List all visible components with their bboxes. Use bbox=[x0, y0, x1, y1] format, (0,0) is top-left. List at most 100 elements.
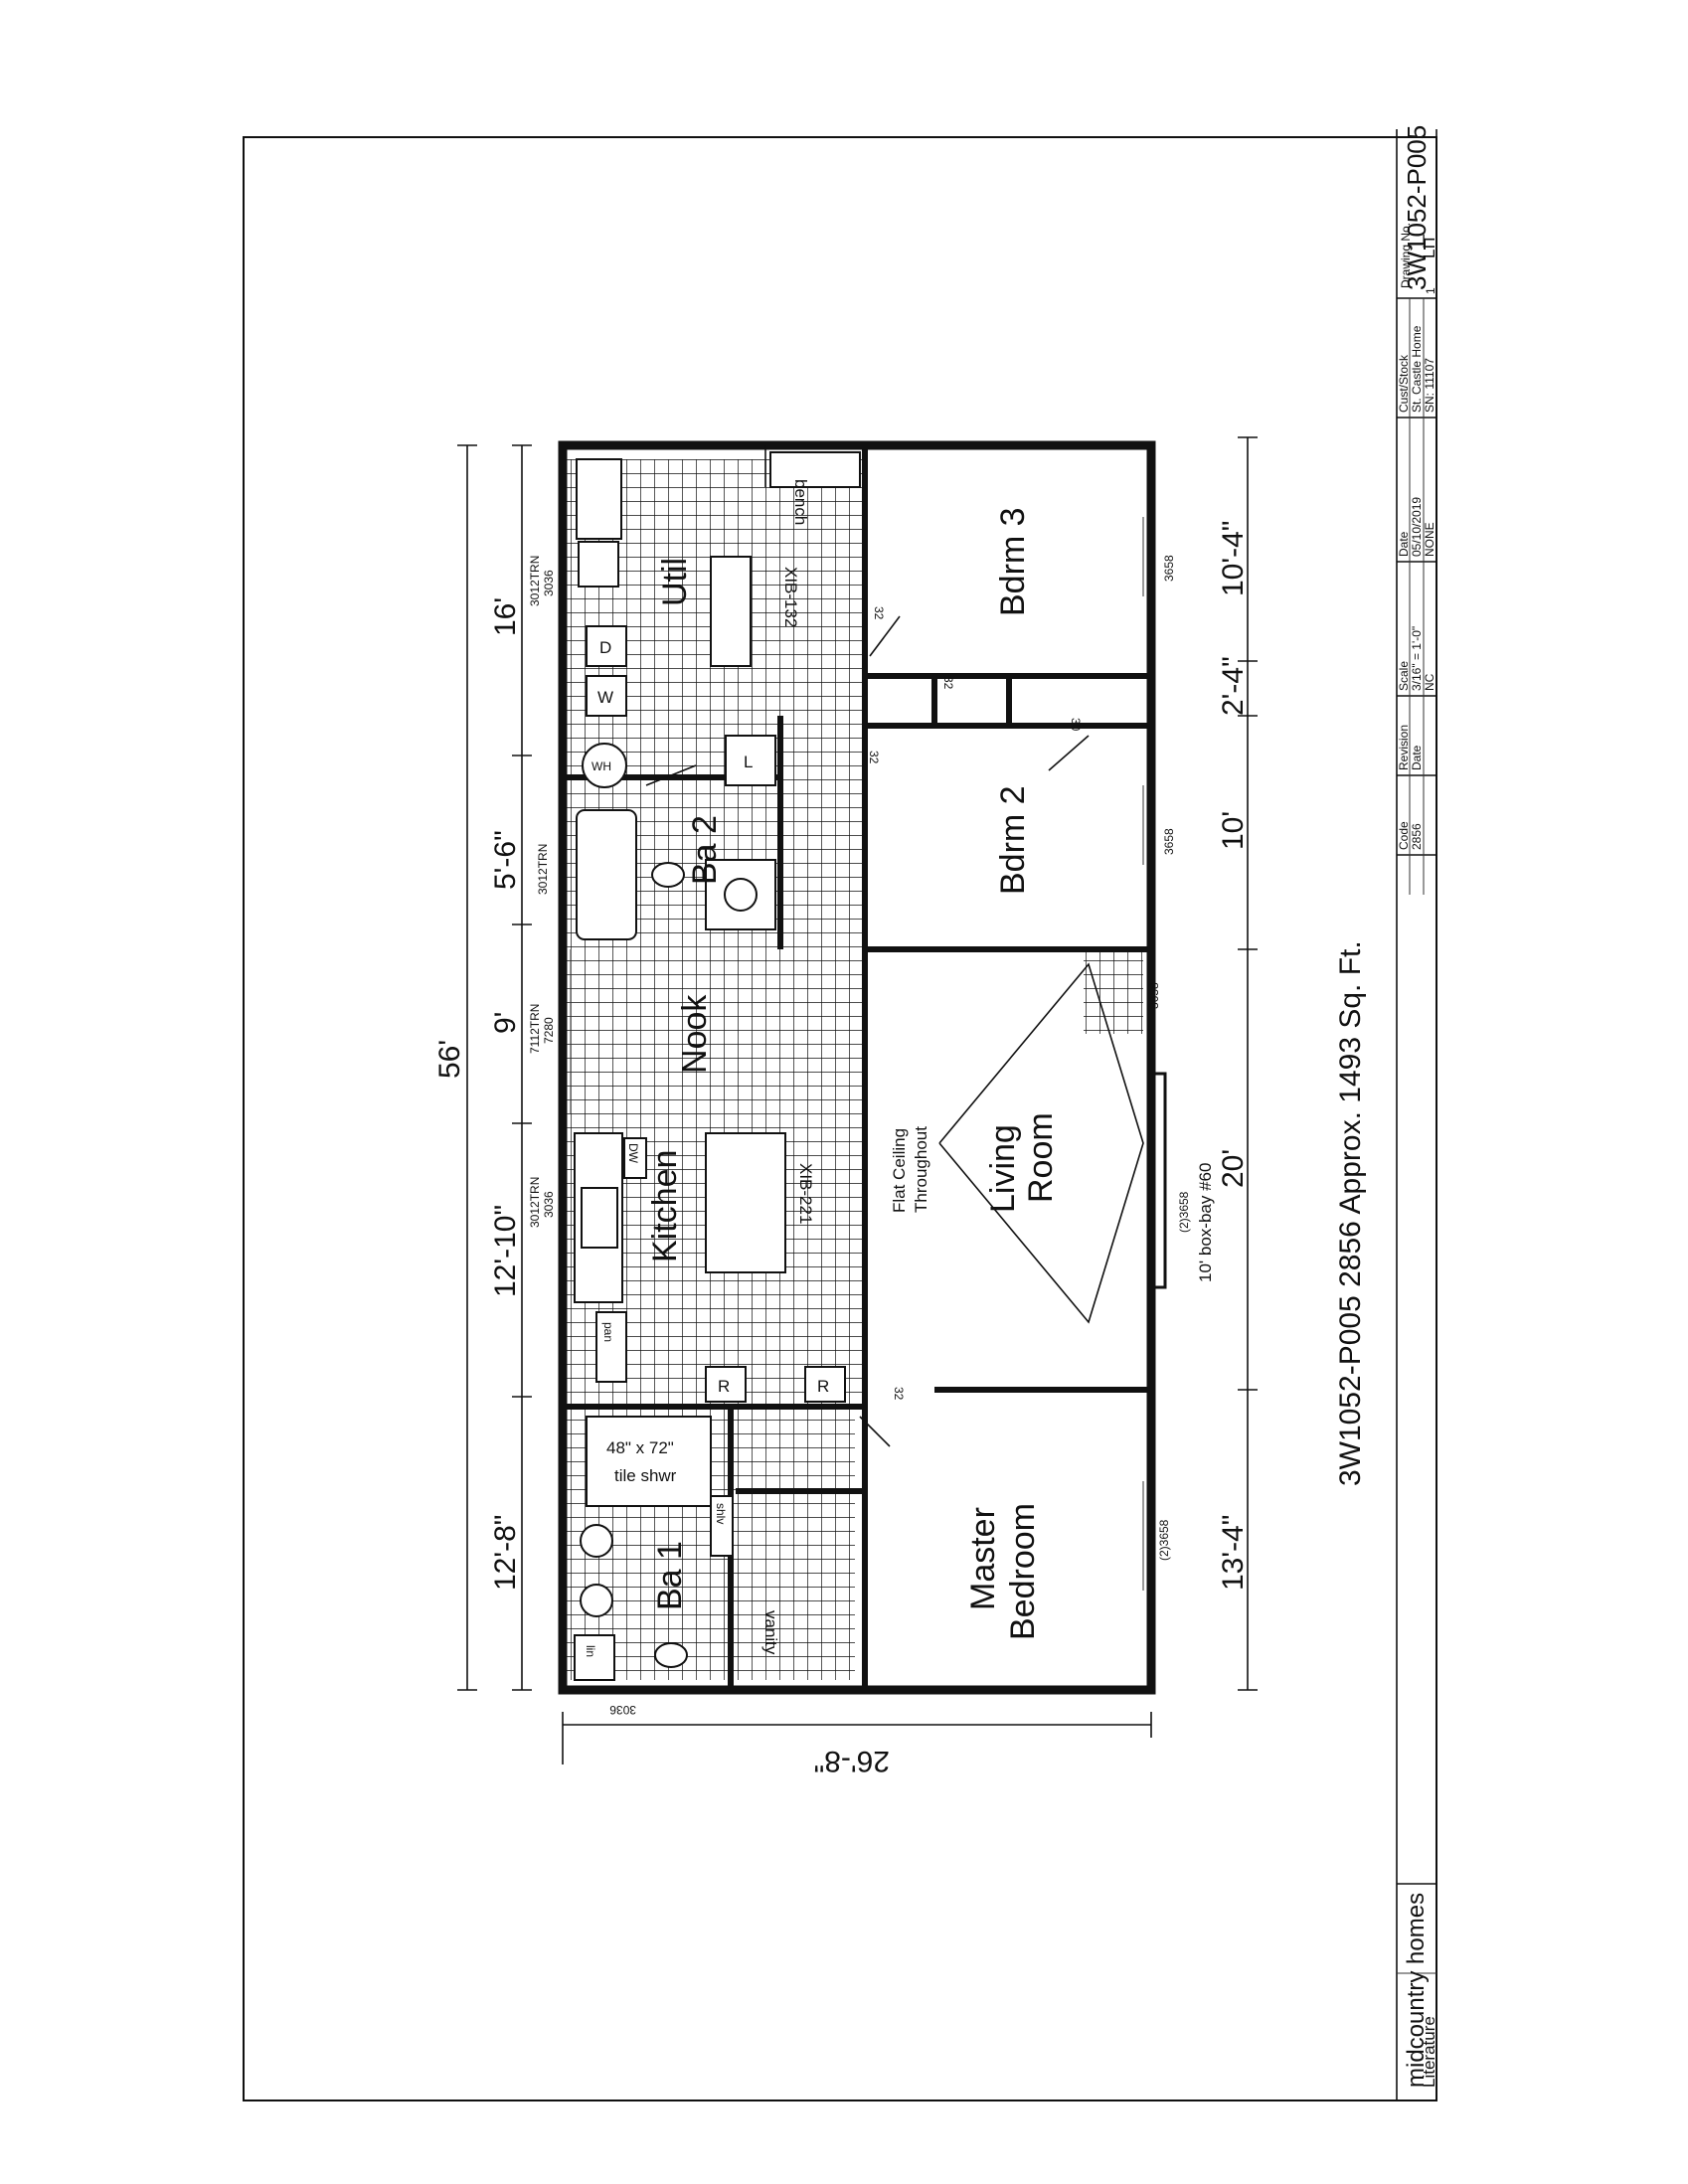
window-bdrm3-bottom: 3658 bbox=[1162, 555, 1176, 582]
dim-bottom-2: 10' bbox=[1217, 811, 1250, 850]
drawing-type: LIT bbox=[1420, 234, 1438, 258]
refrigerator-label: R bbox=[718, 1377, 730, 1396]
water-heater bbox=[582, 743, 627, 788]
drawn-by-value: NC bbox=[1423, 673, 1436, 691]
door-label-3: 30 bbox=[1069, 718, 1083, 732]
dim-top-3: 12'-10" bbox=[489, 1205, 522, 1297]
dim-overall-width: 26'-8" bbox=[814, 1745, 890, 1777]
window-kitchen-top: 3012TRN bbox=[528, 1177, 542, 1228]
box-bay-window-label: (2)3658 bbox=[1177, 1191, 1191, 1233]
bench-box bbox=[769, 451, 861, 488]
drawing-number: 3W1052-P005 bbox=[1402, 125, 1432, 290]
bathtub bbox=[576, 809, 637, 940]
series-value: SN: 11107 bbox=[1423, 358, 1436, 413]
door-master bbox=[859, 1416, 891, 1447]
window-util-top: 3012TRN bbox=[528, 556, 542, 606]
ba1-sink-2 bbox=[580, 1584, 613, 1617]
ba1-sink-1 bbox=[580, 1524, 613, 1558]
living-ceiling-lines bbox=[938, 962, 1144, 1324]
title-block: midcountry homes Literature Drawing No. … bbox=[1396, 125, 1438, 2100]
plan-caption: 3W1052-P005 2856 Approx. 1493 Sq. Ft. bbox=[1334, 940, 1367, 1486]
dim-overall-length: 56' bbox=[433, 1040, 466, 1079]
room-util: Util bbox=[656, 558, 694, 606]
door-label-2: 32 bbox=[941, 676, 955, 690]
room-living-2: Room bbox=[1022, 1112, 1060, 1203]
approved-value: NONE bbox=[1423, 522, 1436, 557]
ba1-linen-label: lin bbox=[584, 1645, 597, 1657]
drawing-number-label: Drawing No. bbox=[1399, 223, 1413, 288]
code-value: 2856 bbox=[1410, 823, 1424, 850]
code-label: Code bbox=[1397, 821, 1411, 850]
window-nook-top: 7112TRN bbox=[528, 1004, 542, 1054]
door-label-4: 32 bbox=[867, 751, 881, 764]
date-value: 05/10/2019 bbox=[1410, 497, 1424, 557]
door-label-1: 32 bbox=[872, 606, 886, 620]
water-heater-label: WH bbox=[591, 759, 611, 773]
linen-label: L bbox=[744, 753, 753, 771]
dim-top-1: 5'-6" bbox=[489, 830, 522, 890]
cust-book-value: St. Castle Home bbox=[1410, 325, 1424, 413]
dryer-box bbox=[586, 625, 627, 667]
scale-value: 3/16" = 1'-0" bbox=[1410, 626, 1424, 691]
dim-bottom-0: 10'-4" bbox=[1217, 521, 1250, 596]
door-bdrm2 bbox=[1048, 735, 1090, 771]
refrigerator-box bbox=[705, 1366, 747, 1403]
dim-bottom-1: 2'-4" bbox=[1217, 656, 1250, 716]
tile-shower bbox=[586, 1416, 712, 1507]
ba2-sink bbox=[724, 878, 758, 912]
pantry-label: pan bbox=[601, 1322, 615, 1342]
utility-sink bbox=[578, 541, 619, 588]
revision-label: Revision bbox=[1397, 725, 1411, 770]
xib-util-label: XIB-132 bbox=[781, 567, 800, 627]
sheet-value: 1 bbox=[1424, 287, 1437, 294]
window-ba2-top: 3012TRN bbox=[536, 844, 550, 895]
shower-size: 48" x 72" bbox=[606, 1438, 674, 1457]
room-kitchen: Kitchen bbox=[646, 1150, 684, 1262]
window-bdrm2-bottom: 3658 bbox=[1162, 828, 1176, 855]
linen-closet-box bbox=[725, 735, 776, 786]
door-label-5: 32 bbox=[892, 1387, 906, 1401]
room-ba1: Ba 1 bbox=[651, 1541, 689, 1610]
room-master-1: Master bbox=[964, 1507, 1002, 1610]
room-master-2: Bedroom bbox=[1004, 1503, 1042, 1640]
cust-book-label: Cust/Stock bbox=[1397, 354, 1411, 413]
bench-label: bench bbox=[791, 479, 810, 525]
box-bay bbox=[1149, 1072, 1167, 1289]
vanity-label: vanity bbox=[761, 1610, 780, 1655]
exterior-walls bbox=[558, 440, 1156, 1695]
room-living-1: Living bbox=[984, 1124, 1022, 1213]
shelves-label: shlv bbox=[714, 1503, 728, 1524]
ceiling-note-1: Flat Ceiling bbox=[890, 1128, 909, 1213]
ba1-linen-box bbox=[574, 1634, 615, 1681]
room-ba2: Ba 2 bbox=[686, 815, 724, 885]
window-ba1-end: 3036 bbox=[609, 1703, 636, 1717]
room-nook: Nook bbox=[676, 994, 714, 1074]
ceiling-note-2: Throughout bbox=[912, 1126, 930, 1213]
range-box bbox=[804, 1366, 846, 1403]
dim-top-0: 16' bbox=[489, 597, 522, 636]
room-bdrm2: Bdrm 2 bbox=[994, 785, 1032, 895]
window-util-top2: 3036 bbox=[542, 570, 556, 596]
range-label: R bbox=[817, 1377, 829, 1396]
dim-top-4: 12'-8" bbox=[489, 1515, 522, 1591]
dimensions: 56' 16' 5'-6" 9' 12'-10" 12'-8" 10'-4" 2… bbox=[433, 436, 1258, 1777]
ba2-toilet bbox=[651, 862, 685, 888]
dishwasher-label: DW bbox=[626, 1143, 640, 1164]
shower-label: tile shwr bbox=[614, 1466, 677, 1485]
dishwasher-box bbox=[623, 1137, 647, 1179]
floor-plan: bench XIB-132 D W WH L DW XIB-221 pan R … bbox=[528, 440, 1215, 1717]
date-label: Date bbox=[1397, 531, 1411, 557]
washer-label: W bbox=[597, 688, 613, 707]
ba1-toilet bbox=[654, 1642, 688, 1668]
pantry-box bbox=[595, 1311, 627, 1383]
window-nook-top2: 7280 bbox=[542, 1017, 556, 1044]
washer-box bbox=[586, 675, 627, 717]
company-name: midcountry homes bbox=[1403, 1893, 1430, 2088]
util-cabinet bbox=[576, 458, 622, 540]
tile-floor-closet bbox=[1084, 949, 1143, 1034]
dim-bottom-4: 13'-4" bbox=[1217, 1515, 1250, 1591]
kitchen-sink bbox=[581, 1187, 618, 1249]
title-label: Literature bbox=[1420, 2016, 1438, 2088]
scale-label: Scale bbox=[1397, 661, 1411, 691]
